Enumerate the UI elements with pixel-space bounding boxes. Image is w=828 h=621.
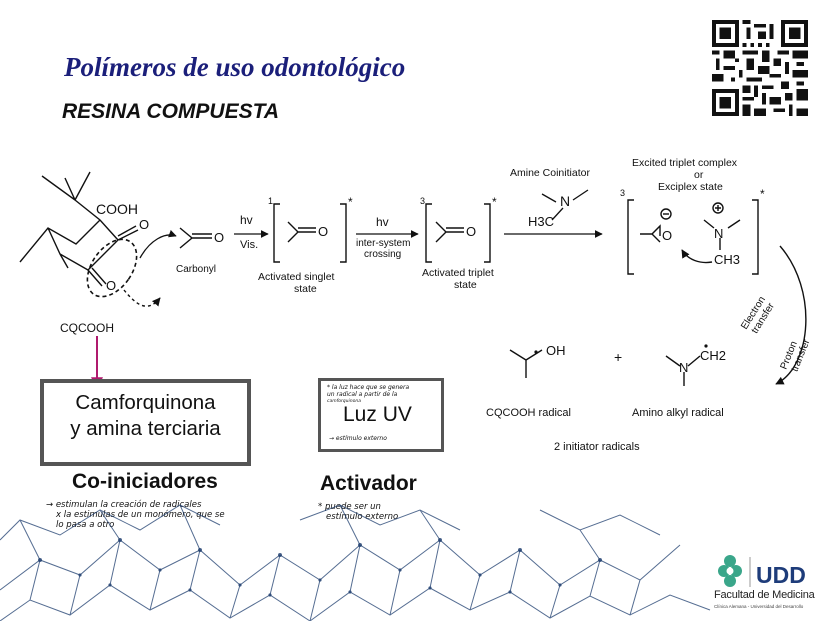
coiniciadores-note-line-1: → estimulan la creación de radicales (46, 500, 202, 510)
singlet-superscript: 1 (268, 196, 273, 206)
excited-label-2: or (694, 169, 704, 181)
activador-note: * puede ser un estímulo externo (318, 502, 398, 522)
radical-n: N (679, 360, 688, 375)
ketone-o-1: O (139, 217, 149, 232)
activator-note-line-1: * la luz hace que se genera (327, 384, 410, 391)
singlet-o: O (318, 224, 328, 239)
activator-box: * la luz hace que se genera un radical a… (318, 378, 444, 452)
activator-note-line-3: camforquinona (327, 399, 361, 404)
exciplex-star: * (760, 187, 765, 201)
luz-uv-label: Luz UV (343, 403, 412, 426)
photoinitiation-scheme: COOH O O CQCOOH O Carbonyl hv Vis. 1 O *… (19, 157, 813, 453)
triplet-superscript: 3 (420, 196, 425, 206)
cqcooh-label: CQCOOH (60, 321, 114, 335)
camphorquinone-structure (19, 171, 161, 307)
carbonyl-o: O (214, 230, 224, 245)
cqcooh-radical-label: CQCOOH radical (486, 407, 571, 419)
excited-label-1: Excited triplet complex (632, 157, 738, 169)
udd-logo-icon: UDD (718, 555, 806, 588)
exciplex-ch3: CH3 (714, 252, 740, 267)
udd-logo-text: UDD (756, 562, 806, 588)
radical-oh: OH (546, 343, 566, 358)
singlet-star: * (348, 195, 353, 209)
activator-note-line-2: un radical a partir de la (327, 391, 398, 398)
activator-note: * la luz hace que se genera un radical a… (327, 384, 409, 405)
coiniciadores-note-line-2: x la estimulas de un monómero, que se (56, 510, 225, 520)
coinitiator-line-2: y amina terciaria (70, 417, 221, 440)
exciplex-o: O (662, 228, 672, 243)
intersystem-label-1: inter-system (356, 238, 410, 249)
coinitiator-line-1: Camforquinona (75, 391, 216, 414)
hv-label-2: hv (376, 215, 389, 229)
intersystem-label-2: crossing (364, 249, 401, 260)
amine-coinitiator-label: Amine Coinitiator (510, 167, 590, 179)
exciplex-superscript: 3 (620, 188, 625, 198)
coinitiator-box: Camforquinona y amina terciaria (40, 379, 251, 466)
activador-note-line-1: * puede ser un (318, 502, 381, 512)
coiniciadores-heading: Co-iniciadores (72, 470, 218, 493)
slide-subtitle: RESINA COMPUESTA (62, 100, 280, 123)
triplet-label-2: state (454, 279, 477, 291)
activator-note-line-4: → estímulo externo (329, 435, 387, 442)
slide-title: Polímeros de uso odontológico (64, 52, 406, 82)
vis-label: Vis. (240, 239, 258, 251)
carbonyl-label: Carbonyl (176, 264, 216, 275)
coiniciadores-note-line-3: lo pasa a otro (56, 520, 115, 530)
molecular-network-decoration (0, 504, 711, 621)
cooh-label: COOH (96, 201, 138, 217)
singlet-label-2: state (294, 283, 317, 295)
radical-ch2: CH2 (700, 348, 726, 363)
faculty-subtitle: Clínica Alemana - Universidad del Desarr… (714, 604, 804, 609)
activador-note-line-2: estímulo externo (326, 512, 399, 522)
triplet-label-1: Activated triplet (422, 267, 494, 279)
amine-n: N (560, 193, 570, 209)
initiator-radicals-label: 2 initiator radicals (554, 441, 640, 453)
amino-alkyl-radical-label: Amino alkyl radical (632, 407, 724, 419)
coiniciadores-note: → estimulan la creación de radicales x l… (46, 500, 225, 530)
amine-h3c: H3C (528, 214, 554, 229)
radicals-plus: + (614, 349, 622, 365)
faculty-name: Facultad de Medicina (714, 589, 815, 601)
activador-heading: Activador (320, 472, 417, 495)
hv-label-1: hv (240, 213, 253, 227)
qr-code-icon (712, 20, 808, 116)
ketone-o-2: O (106, 278, 116, 293)
excited-label-3: Exciplex state (658, 181, 723, 193)
triplet-star: * (492, 195, 497, 209)
singlet-label-1: Activated singlet (258, 271, 335, 283)
triplet-o: O (466, 224, 476, 239)
exciplex-n: N (714, 226, 723, 241)
